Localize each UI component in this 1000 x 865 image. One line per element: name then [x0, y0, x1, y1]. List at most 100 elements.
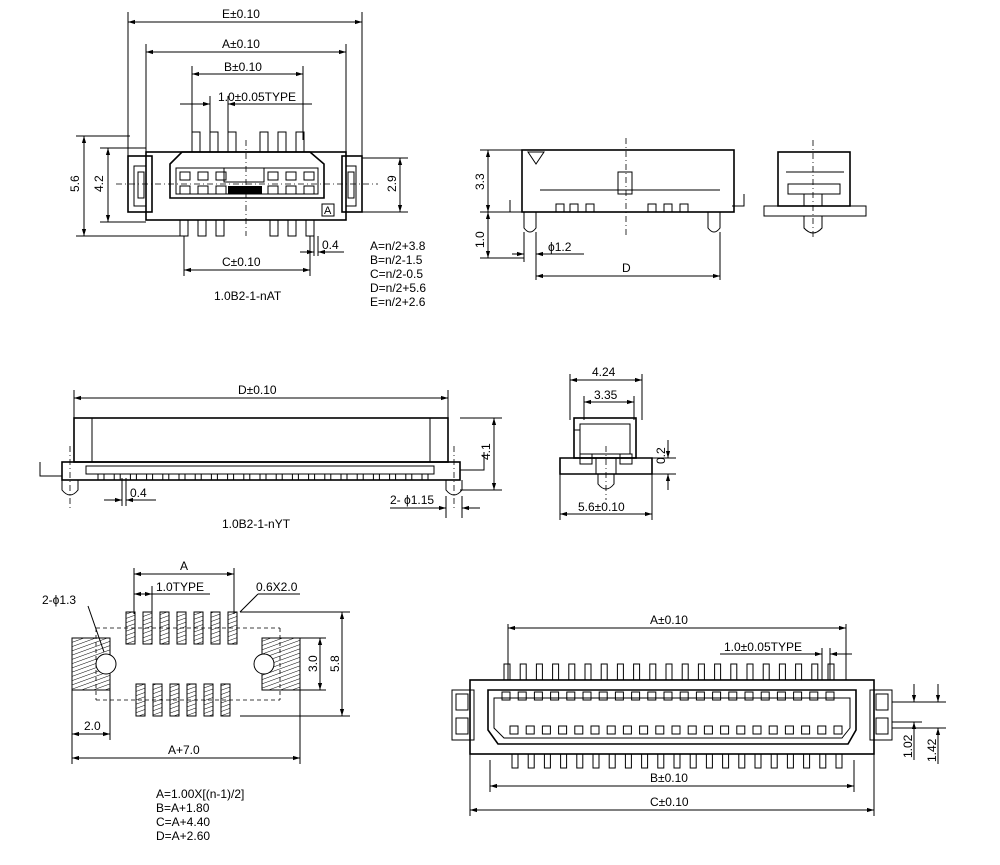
formula-D: D=n/2+5.6 — [370, 281, 426, 295]
contact-lower — [736, 725, 746, 735]
contact-upper — [679, 691, 689, 701]
contact-upper — [776, 691, 786, 701]
contact-lower — [833, 725, 843, 735]
view-bottom-right: A±0.10 1.0±0.05TYPE 1.02 1.42 B±0.10 — [451, 613, 946, 816]
pin — [275, 473, 283, 481]
contact-lower — [541, 725, 551, 735]
pin-top — [681, 663, 689, 681]
pin — [421, 473, 429, 481]
dim-4-1-label: 4.1 — [479, 443, 493, 460]
pin-bottom — [543, 753, 551, 769]
pin-top — [600, 663, 608, 681]
dim-pitch-label-bl: 1.0TYPE — [156, 580, 204, 594]
pin — [129, 473, 137, 481]
pin-bottom — [786, 753, 794, 769]
pins-top-br — [503, 663, 835, 681]
dim-C-label-br: C±0.10 — [650, 795, 689, 809]
pin-top — [503, 663, 511, 681]
contact-lower — [639, 725, 649, 735]
pin-bottom — [803, 753, 811, 769]
dim-0-4-label: 0.4 — [322, 238, 339, 252]
dim-2-9-label: 2.9 — [385, 175, 399, 192]
dim-A-label: A±0.10 — [222, 37, 260, 51]
contact-lower — [655, 725, 665, 735]
top-pins — [191, 131, 305, 153]
pin-top — [746, 663, 754, 681]
pin — [97, 473, 105, 481]
pin — [210, 473, 218, 481]
pin — [178, 473, 186, 481]
contact-lower — [590, 725, 600, 735]
pin — [243, 473, 251, 481]
pin-bottom — [592, 753, 600, 769]
contact-upper — [550, 691, 560, 701]
model-nYT-label: 1.0B2-1-nYT — [222, 517, 291, 531]
pin-top — [519, 663, 527, 681]
dim-4-2-label: 4.2 — [92, 175, 106, 192]
dim-3-0-label: 3.0 — [306, 655, 320, 672]
inner-contacts — [179, 167, 315, 195]
pin-top — [584, 663, 592, 681]
contact-lower — [784, 725, 794, 735]
pin — [291, 473, 299, 481]
dim-pad-label: 0.6X2.0 — [256, 580, 298, 594]
contact-upper — [793, 691, 803, 701]
dim-B-label-br: B±0.10 — [650, 771, 688, 785]
view-end-small — [763, 140, 867, 240]
pin-top — [535, 663, 543, 681]
pin — [308, 473, 316, 481]
pin-bottom — [624, 753, 632, 769]
formula-E: E=n/2+2.6 — [370, 295, 426, 309]
contact-lower — [720, 725, 730, 735]
contact-lower — [801, 725, 811, 735]
pin — [405, 473, 413, 481]
pin-top — [827, 663, 835, 681]
pin-bottom — [511, 753, 519, 769]
contact-upper — [695, 691, 705, 701]
pin — [146, 473, 154, 481]
pin — [194, 473, 202, 481]
dim-B-label: B±0.10 — [224, 60, 262, 74]
formula-C: C=n/2-0.5 — [370, 267, 423, 281]
pin — [113, 473, 121, 481]
formula-bl-D: D=A+2.60 — [156, 829, 210, 843]
pin-bottom — [819, 753, 827, 769]
pin — [356, 473, 364, 481]
pin-bottom — [527, 753, 535, 769]
pin-top — [568, 663, 576, 681]
pin — [389, 473, 397, 481]
contact-lower — [703, 725, 713, 735]
contact-upper — [631, 691, 641, 701]
contact-lower — [752, 725, 762, 735]
bottom-pins — [179, 219, 315, 237]
contact-lower — [525, 725, 535, 735]
pin-top — [616, 663, 624, 681]
contact-upper — [501, 691, 511, 701]
dim-D-label-mid: D±0.10 — [238, 383, 277, 397]
contact-upper — [533, 691, 543, 701]
pin — [227, 473, 235, 481]
contact-upper — [809, 691, 819, 701]
formula-bl-C: C=A+4.40 — [156, 815, 210, 829]
contact-lower — [622, 725, 632, 735]
dim-3-3-label: 3.3 — [473, 173, 487, 190]
pin-bottom — [673, 753, 681, 769]
dim-4-24-label: 4.24 — [592, 365, 616, 379]
formula-bl-A: A=1.00X[(n-1)/2] — [156, 787, 244, 801]
formula-bl-B: B=A+1.80 — [156, 801, 210, 815]
dim-phi-1-15-label: 2- ϕ1.15 — [390, 493, 434, 507]
pin — [324, 473, 332, 481]
dim-C-label: C±0.10 — [222, 255, 261, 269]
pin-top — [778, 663, 786, 681]
contact-upper — [598, 691, 608, 701]
contact-lower — [606, 725, 616, 735]
pin-bottom — [641, 753, 649, 769]
dim-holes-label: 2-ϕ1.3 — [42, 593, 76, 607]
pin-bottom — [560, 753, 568, 769]
dim-pitch-label: 1.0±0.05TYPE — [218, 90, 296, 104]
pin-bottom — [722, 753, 730, 769]
dim-phi-1-2-label: ϕ1.2 — [548, 240, 572, 254]
contacts-br — [501, 691, 843, 735]
dim-5-6-label-mid: 5.6±0.10 — [578, 500, 625, 514]
